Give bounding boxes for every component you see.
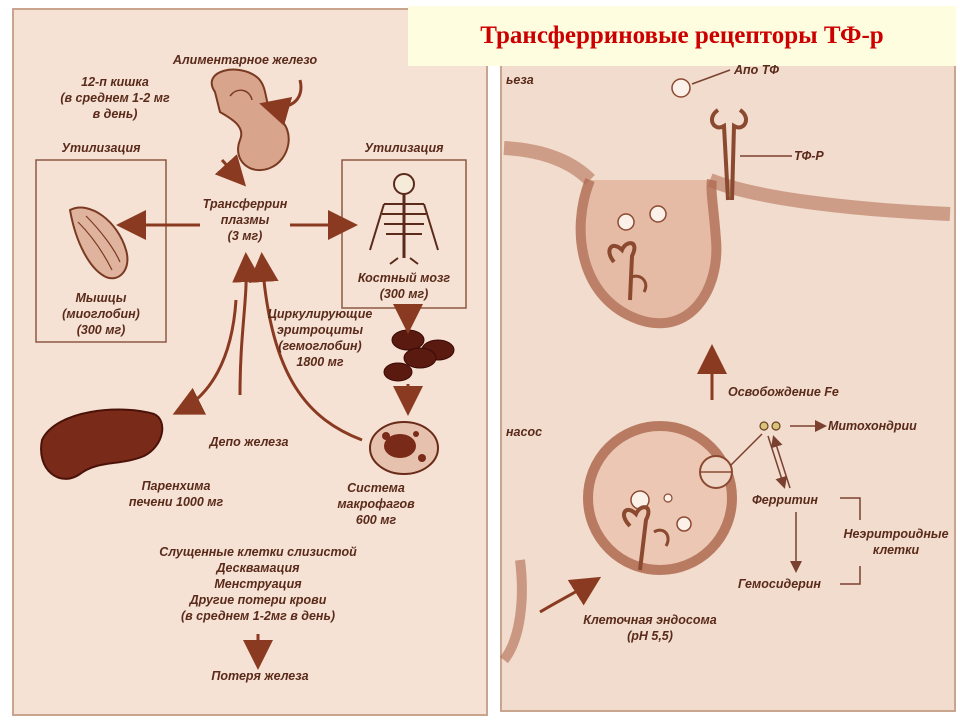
arrow-fe-to-ferritin	[767, 435, 787, 489]
label-duodenum-line-1: 12-п кишка	[81, 75, 149, 89]
macrophage-illustration	[369, 421, 439, 475]
label-endosome-line-2: (pH 5,5)	[627, 629, 673, 643]
label-muscles-line-3: (300 мг)	[76, 323, 126, 337]
label-erythrocytes-line-2: эритроциты	[276, 323, 364, 337]
label-ferritin: Ферритин	[752, 493, 818, 507]
label-bone-marrow-line-1: Костный мозг	[357, 271, 451, 285]
title-banner: Трансферриновые рецепторы ТФ-р	[408, 6, 956, 66]
label-hemosiderin: Гемосидерин	[738, 577, 821, 591]
label-liver-line-2: печени 1000 мг	[128, 495, 224, 509]
label-pump: насос	[506, 425, 543, 439]
label-erythrocytes: Циркулирующие эритроциты (гемоглобин) 18…	[248, 306, 392, 370]
label-alimentary-iron: Алиментарное железо	[172, 53, 318, 67]
receptor-on-membrane	[710, 108, 748, 201]
neighbor-membrane-fragment	[499, 559, 527, 664]
label-plasma-transferrin: Трансферрин плазмы (3 мг)	[182, 196, 308, 244]
label-mitochondria: Митохондрии	[828, 419, 917, 433]
label-utilization-left: Утилизация	[61, 141, 141, 155]
label-bone-marrow: Костный мозг (300 мг)	[342, 270, 466, 302]
label-losses: Слущенные клетки слизистой Десквамация М…	[120, 544, 396, 624]
label-endosome-line-1: Клеточная эндосома	[583, 613, 717, 627]
label-non-erythroid: Неэритроидные клетки	[840, 526, 952, 558]
label-macrophages-line-3: 600 мг	[355, 513, 397, 527]
label-muscles-line-1: Мышцы	[75, 291, 127, 305]
label-liver: Паренхима печени 1000 мг	[96, 478, 256, 510]
endosome-illustration	[583, 421, 737, 575]
label-losses-line-1: Слущенные клетки слизистой	[159, 545, 357, 559]
bracket-ferritin	[840, 497, 861, 520]
label-plasma-line-3: (3 мг)	[227, 229, 263, 243]
pointer-release-fe	[729, 433, 763, 467]
label-losses-line-4: Другие потери крови	[189, 593, 327, 607]
skeleton-illustration	[369, 173, 439, 265]
label-plasma-line-2: плазмы	[220, 213, 270, 227]
arrow-liver-to-plasma	[232, 252, 263, 396]
arrow-ferritin-to-fe	[771, 435, 791, 489]
invagination-vesicle	[575, 178, 722, 329]
page-title: Трансферриновые рецепторы ТФ-р	[480, 22, 884, 49]
label-macrophages-line-2: макрофагов	[337, 497, 415, 511]
arrow-duodenum-to-plasma	[214, 154, 247, 187]
label-erythrocytes-line-1: Циркулирующие	[267, 307, 373, 321]
duodenum-stomach-illustration	[210, 68, 303, 171]
label-iron-depot: Депо железа	[209, 435, 289, 449]
label-muscles-line-2: (миоглобин)	[62, 307, 140, 321]
arrow-macrophages-to-plasma	[248, 252, 363, 442]
erythrocyte-cells	[383, 329, 455, 382]
label-fe-release: Освобождение Fe	[728, 385, 839, 399]
arrow-plasma-to-depot	[172, 299, 238, 415]
label-macrophages: Система макрофагов 600 мг	[326, 480, 426, 528]
fe-particles	[759, 421, 781, 431]
bracket-hemosiderin	[840, 566, 861, 585]
label-tf-r: ТФ-Р	[794, 149, 824, 163]
label-losses-line-2: Десквамация	[216, 561, 300, 575]
muscle-box	[35, 159, 167, 343]
label-duodenum-line-3: в день)	[92, 107, 138, 121]
label-macrophages-line-1: Система	[347, 481, 405, 495]
apo-tf-molecule	[671, 78, 691, 98]
label-duodenum-line-2: (в среднем 1-2 мг	[60, 91, 170, 105]
label-endosome: Клеточная эндосома (pH 5,5)	[560, 612, 740, 644]
label-duodenum: 12-п кишка (в среднем 1-2 мг в день)	[40, 74, 190, 122]
label-apo-tf: Апо ТФ	[734, 63, 780, 77]
label-plasma-line-1: Трансферрин	[202, 197, 288, 211]
muscle-illustration	[68, 206, 129, 280]
label-liver-line-1: Паренхима	[141, 479, 211, 493]
label-bone-marrow-line-2: (300 мг)	[379, 287, 429, 301]
label-erythrocytes-line-4: 1800 мг	[296, 355, 344, 369]
label-muscles: Мышцы (миоглобин) (300 мг)	[36, 290, 166, 338]
label-fragment-top: ьеза	[506, 73, 534, 87]
label-erythrocytes-line-3: (гемоглобин)	[278, 339, 362, 353]
label-losses-line-5: (в среднем 1-2мг в день)	[180, 609, 336, 623]
label-iron-loss: Потеря железа	[211, 669, 309, 683]
label-non-erythroid-line-1: Неэритроидные	[843, 527, 949, 541]
apo-tf-pointer	[691, 69, 731, 85]
label-utilization-right: Утилизация	[364, 141, 444, 155]
arrow-into-endosome	[539, 576, 602, 614]
label-losses-line-3: Менструация	[214, 577, 302, 591]
label-non-erythroid-line-2: клетки	[872, 543, 920, 557]
liver-illustration	[40, 408, 164, 480]
